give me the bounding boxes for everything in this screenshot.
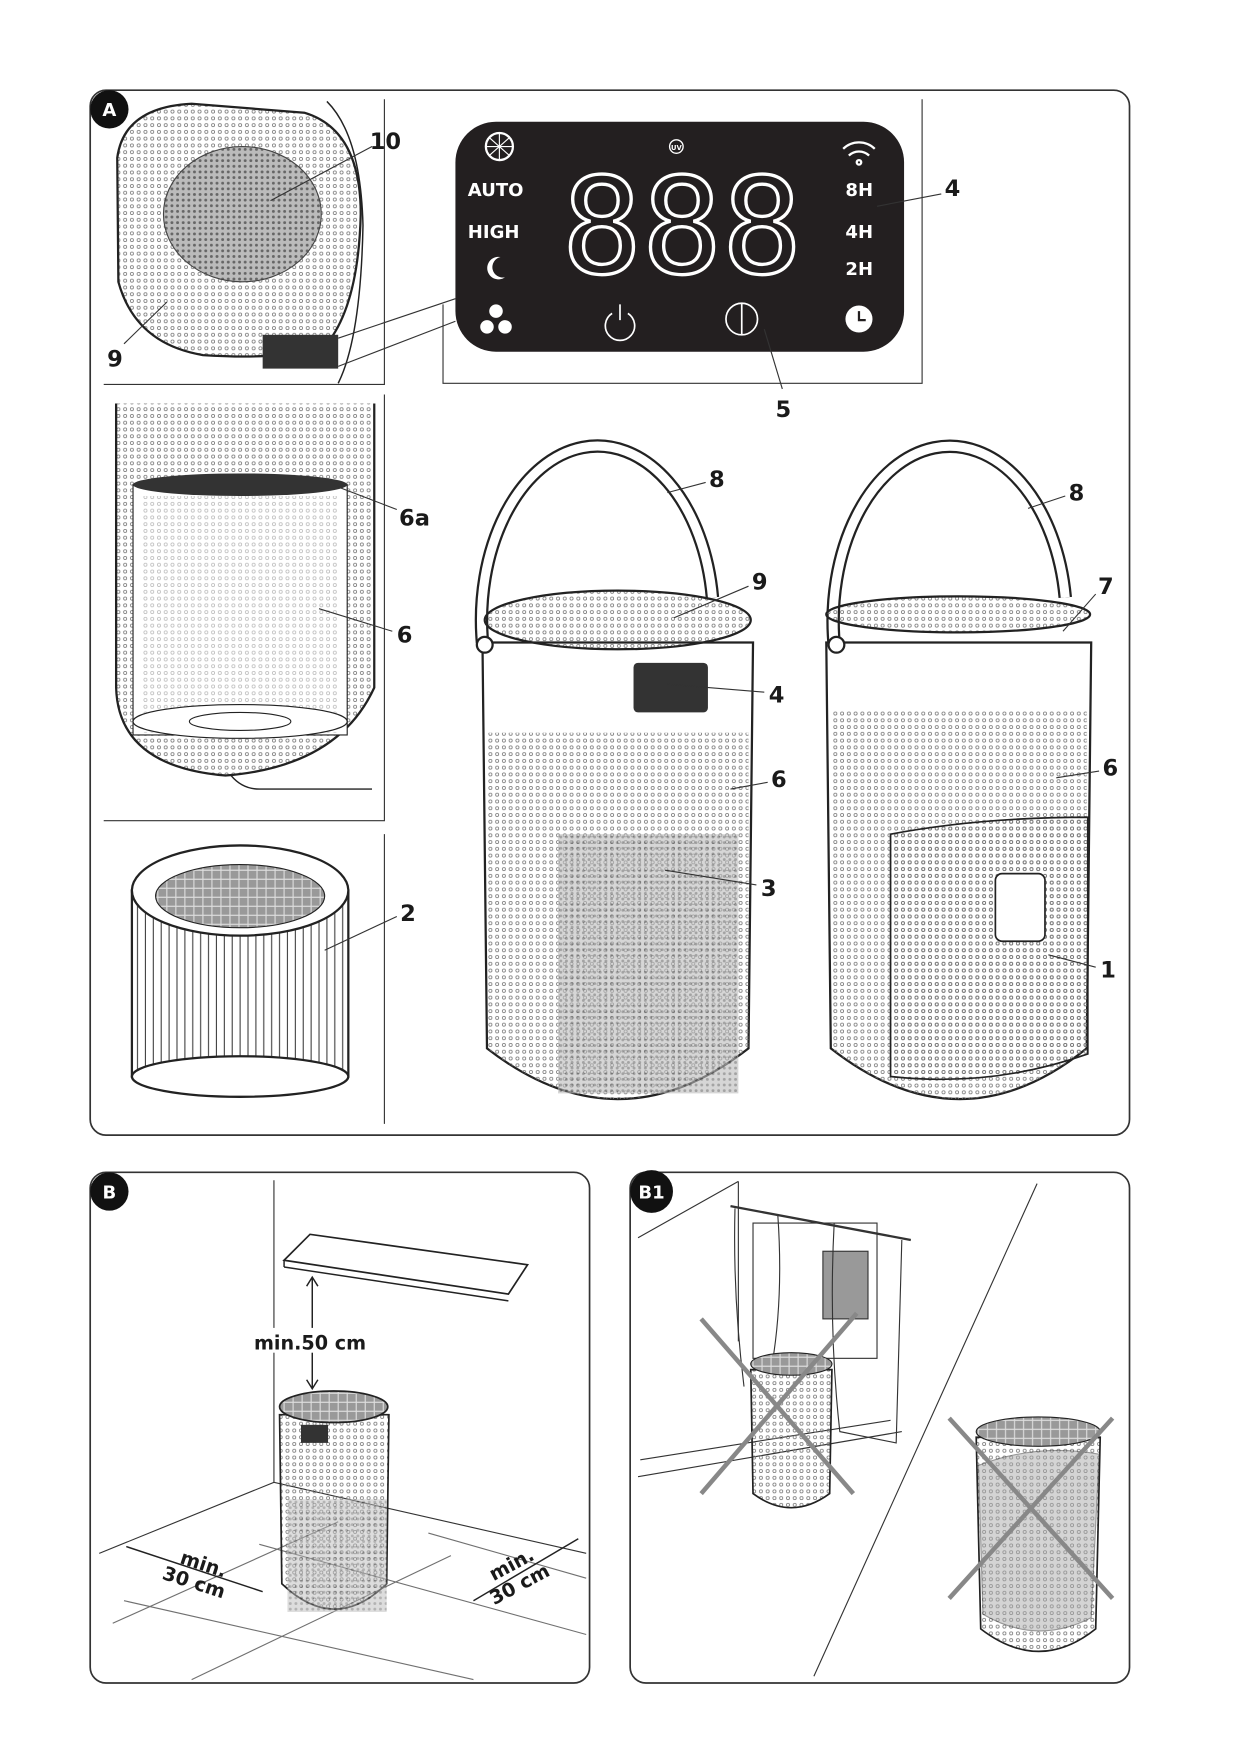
fan-speed-icon <box>480 304 512 334</box>
min-50cm-label: min.50 cm <box>254 1331 366 1354</box>
callout-5: 5 <box>776 397 792 423</box>
sleep-moon-icon <box>487 256 506 280</box>
filter-cartridge-detail <box>130 844 350 1098</box>
callout-4-front: 4 <box>769 682 785 708</box>
display-window <box>633 662 708 713</box>
cross-mark-curtain <box>699 1311 859 1496</box>
callout-4-display: 4 <box>945 176 961 202</box>
callout-8-back: 8 <box>1069 480 1085 506</box>
purifier-placement <box>278 1390 390 1612</box>
callout-6-front: 6 <box>771 767 787 793</box>
timer-8h-label: 8H <box>845 180 873 201</box>
digit-readout: 888 <box>562 151 802 305</box>
cover-latch <box>994 872 1046 943</box>
purifier-back-view <box>825 439 1093 1101</box>
panel-a-badge <box>90 90 129 129</box>
purifier-front-view <box>474 439 755 1101</box>
callout-6a: 6a <box>399 505 430 531</box>
callout-2: 2 <box>400 901 416 927</box>
purifier-near-curtain <box>749 1352 833 1509</box>
control-display: AUTO HIGH UV 888 8H 4H 2H <box>455 121 905 352</box>
callout-6-back: 6 <box>1102 756 1118 782</box>
wifi-icon <box>842 141 876 166</box>
housing-interior-detail <box>114 403 376 790</box>
callout-9-front: 9 <box>752 570 768 596</box>
svg-text:UV: UV <box>671 144 682 152</box>
panel-b-badge: B <box>102 1182 116 1203</box>
callout-10: 10 <box>370 129 401 155</box>
callout-3: 3 <box>761 876 777 902</box>
top-grille-detail <box>116 100 456 384</box>
panel-b1: B1 <box>629 1170 1131 1684</box>
panel-b1-badge: B1 <box>638 1182 664 1203</box>
clearance-arrow-left <box>126 1545 263 1593</box>
mode-high-label: HIGH <box>468 222 520 243</box>
shelf <box>282 1233 530 1295</box>
callout-7: 7 <box>1098 574 1114 600</box>
timer-2h-label: 2H <box>845 259 873 280</box>
uv-indicator-icon: UV <box>668 139 684 154</box>
back-cover <box>889 816 1089 1081</box>
callout-6-inner: 6 <box>397 623 413 649</box>
mode-auto-label: AUTO <box>468 180 524 201</box>
cross-mark-covered <box>947 1416 1115 1600</box>
power-button-icon[interactable] <box>604 304 636 342</box>
panel-b: B min.50 cm min. 30 cm min. 30 cm <box>89 1171 591 1684</box>
panel-a: A AUTO HIGH <box>89 89 1131 1136</box>
clearance-arrow-right <box>473 1538 579 1602</box>
panel-a-badge-label: A <box>102 100 116 121</box>
purifier-covered <box>975 1416 1102 1653</box>
callouts: 10 9 4 5 6a 6 2 8 9 4 6 3 8 7 <box>107 129 1118 984</box>
timer-clock-icon[interactable] <box>845 305 873 333</box>
filter-icon <box>484 131 515 162</box>
display-thumbnail <box>262 334 339 369</box>
callout-8-front: 8 <box>709 467 725 493</box>
callout-9-top: 9 <box>107 346 123 372</box>
uv-light-button-icon[interactable] <box>725 302 759 336</box>
timer-4h-label: 4H <box>845 222 873 243</box>
callout-1: 1 <box>1100 957 1116 983</box>
